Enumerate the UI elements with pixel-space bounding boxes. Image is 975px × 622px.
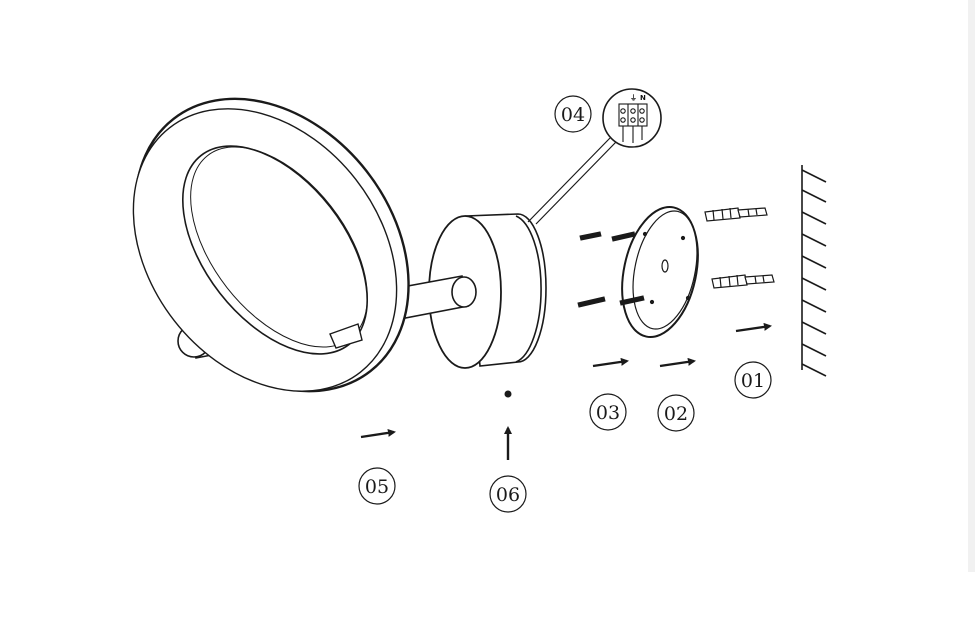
mounting-plate	[621, 206, 699, 338]
svg-text:03: 03	[596, 402, 620, 424]
wall	[801, 165, 827, 377]
canopy	[428, 213, 547, 369]
earth-terminal-label: ⏚	[630, 94, 637, 102]
svg-text:06: 06	[496, 484, 520, 506]
wall-anchor-lower	[711, 274, 775, 289]
terminal-block	[618, 103, 648, 143]
step-label-06: 06	[489, 475, 527, 513]
neutral-terminal-label: N	[640, 94, 646, 102]
step-label-03: 03	[589, 393, 627, 431]
screws	[577, 231, 645, 308]
step-label-01: 01	[734, 361, 772, 399]
arrow-step-03	[592, 357, 629, 368]
arrow-step-01	[735, 322, 772, 333]
wall-anchor-upper	[704, 207, 768, 222]
arrow-step-05	[360, 428, 396, 439]
wall-anchors	[704, 207, 775, 289]
ring-shade	[132, 97, 410, 393]
wiring-detail-callout: ⏚ N	[527, 88, 662, 225]
svg-text:05: 05	[365, 476, 389, 498]
page-bottom-margin	[0, 572, 975, 622]
direction-arrows	[360, 322, 772, 460]
page-edge-strip	[968, 0, 975, 572]
step-label-04: 04	[554, 95, 592, 133]
svg-text:04: 04	[561, 104, 585, 126]
step-label-02: 02	[657, 394, 695, 432]
arrow-step-02	[659, 357, 696, 368]
svg-text:01: 01	[741, 370, 765, 392]
set-screw-dot	[504, 390, 512, 398]
svg-text:02: 02	[664, 403, 688, 425]
step-label-05: 05	[358, 467, 396, 505]
